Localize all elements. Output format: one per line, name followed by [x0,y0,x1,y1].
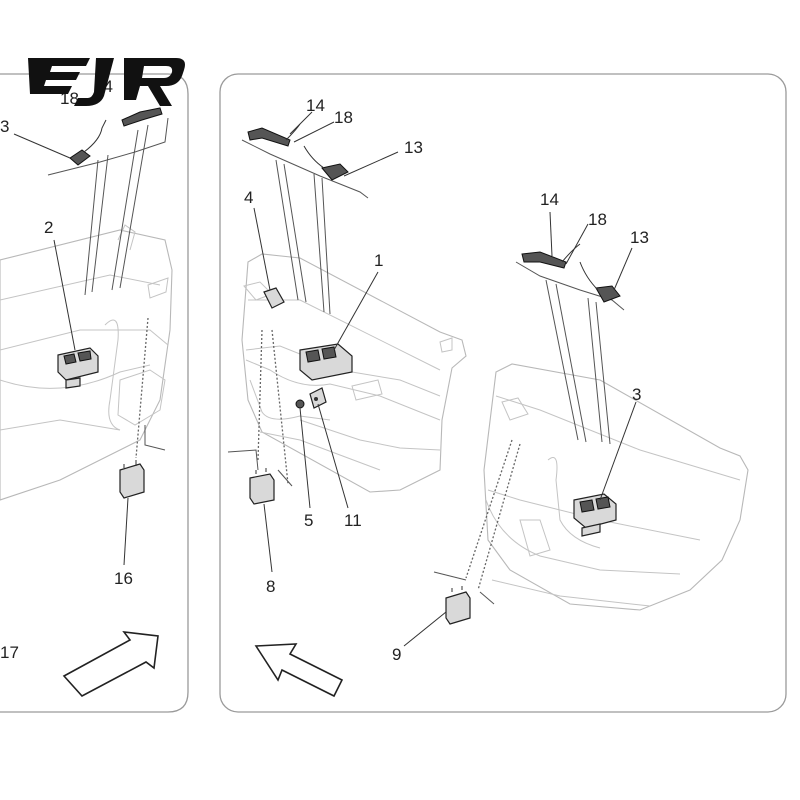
left-wiring-parts [69,107,163,166]
callout-front-5: 5 [304,511,313,530]
front-part-5-11 [295,387,327,409]
callout-left-17: 17 [0,643,19,662]
front-wiring-parts [247,123,349,181]
rear-window-switch-3 [573,493,617,537]
left-leaders [13,133,129,566]
left-guide-lines [47,117,169,451]
callout-left-2: 2 [44,218,53,237]
rear-wiring-parts [521,243,621,303]
left-window-switch-2 [57,347,99,389]
callout-front-4: 4 [244,188,253,207]
rear-control-unit-9 [445,586,471,625]
front-leaders [253,111,399,573]
callout-left-3: 3 [0,117,9,136]
callout-rear-14: 14 [540,190,559,209]
callout-front-18: 18 [334,108,353,127]
right-panel-frame [219,73,787,713]
callout-front-1: 1 [374,251,383,270]
callout-front-14: 14 [306,96,325,115]
front-door-panel [241,253,467,493]
callout-left-16: 16 [114,569,133,588]
brand-logo [28,58,185,106]
front-control-unit-8 [249,468,275,505]
rear-dash-lines [465,439,521,591]
callout-front-11: 11 [344,511,362,530]
front-dash-lines [257,329,289,485]
front-switch-4 [263,287,285,309]
callout-rear-13: 13 [630,228,649,247]
callout-rear-18: 18 [588,210,607,229]
left-direction-arrow [62,630,159,697]
callout-front-13: 13 [404,138,423,157]
rear-door-panel [483,363,749,611]
front-direction-arrow [254,643,344,698]
left-control-unit-16 [119,460,145,499]
callout-rear-3: 3 [632,385,641,404]
left-dash-line [135,317,149,459]
front-guide-lines [227,139,369,487]
front-window-switch-1 [299,343,353,381]
rear-guide-lines [433,261,625,605]
callout-rear-9: 9 [392,645,401,664]
callout-front-8: 8 [266,577,275,596]
rear-leaders [403,211,637,647]
